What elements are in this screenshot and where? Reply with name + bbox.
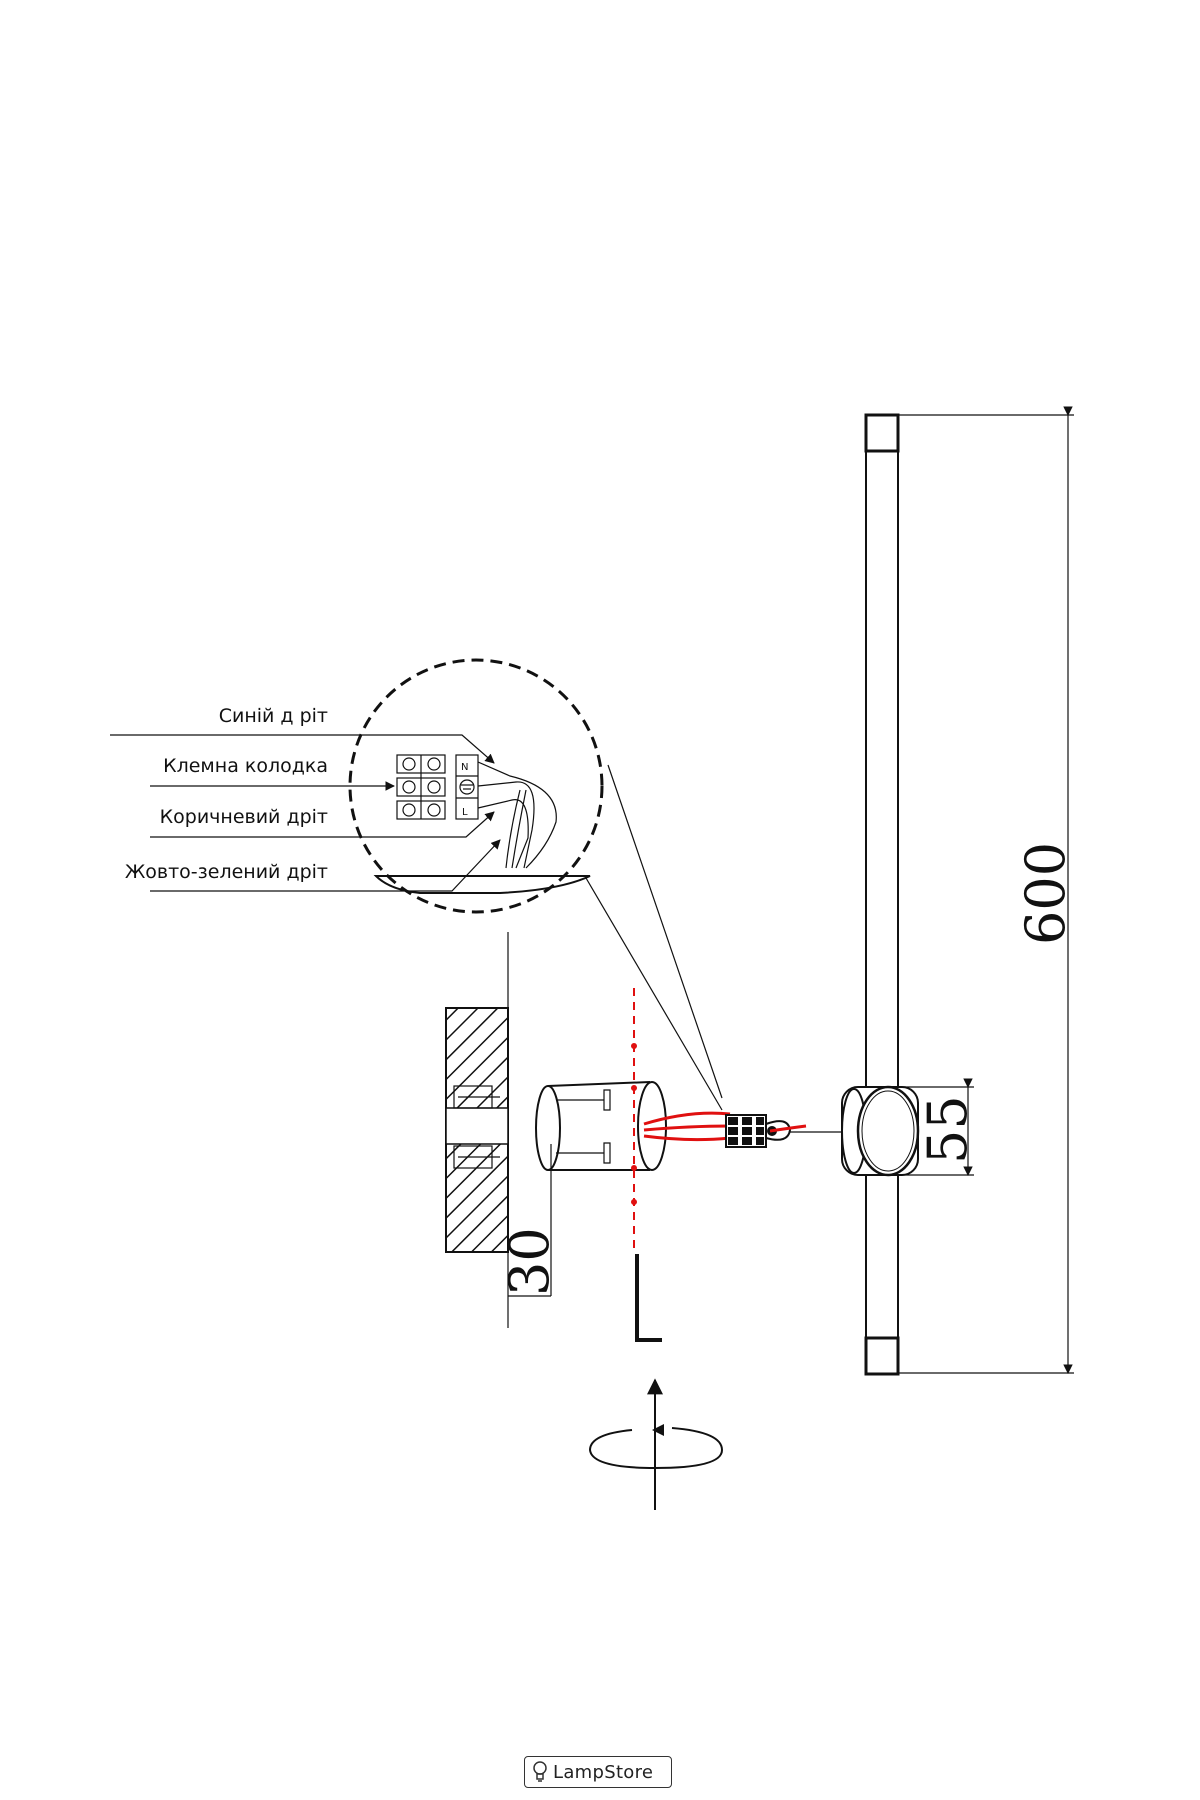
- lamp-cap-bottom: [864, 1336, 900, 1376]
- dim-depth: 30: [498, 1227, 561, 1296]
- ground-icon: [459, 779, 475, 795]
- detail-wires: [477, 761, 557, 869]
- label-leaders: [110, 734, 501, 892]
- lamp-bar: [864, 413, 900, 1376]
- terminal-l-label: L: [462, 807, 468, 818]
- label-yellow-green-wire: Жовто-зелений дріт: [125, 861, 328, 883]
- label-brown-wire: Коричневий дріт: [160, 806, 328, 828]
- wall-section: [445, 932, 509, 1328]
- mounting-cup: [535, 988, 731, 1248]
- wiring-detail-callout: N L Синій д ріт Клемна колодка Коричневи…: [110, 658, 723, 1111]
- lamp-base: [841, 1085, 920, 1177]
- terminal-n-label: N: [461, 762, 468, 773]
- length-dimension: 600: [898, 406, 1077, 1374]
- screw-top: [556, 1089, 611, 1111]
- wall-anchors: [453, 1085, 500, 1169]
- logo-text: LampStore: [553, 1761, 654, 1783]
- depth-dimension: 30: [498, 1144, 561, 1297]
- screw-bottom: [556, 1142, 611, 1164]
- terminal-block: N L: [396, 754, 479, 820]
- label-blue-wire: Синій д ріт: [219, 705, 328, 727]
- wire-connector: [725, 1114, 842, 1148]
- rotate-arrow-icon: [588, 1378, 724, 1510]
- detail-ceiling-plate: [373, 875, 591, 894]
- bulb-icon: [533, 1761, 547, 1782]
- dim-total-length: 600: [1014, 842, 1077, 945]
- detail-circle: [348, 658, 604, 914]
- lamp-cap-top: [864, 413, 900, 453]
- base-diameter-dimension: 55: [888, 1078, 979, 1176]
- label-terminal-block: Клемна колодка: [163, 755, 328, 777]
- cup-wires: [643, 1111, 731, 1142]
- lampstore-logo: LampStore: [524, 1756, 672, 1788]
- dim-base-diameter: 55: [916, 1095, 979, 1164]
- hex-key-icon: [635, 1254, 662, 1342]
